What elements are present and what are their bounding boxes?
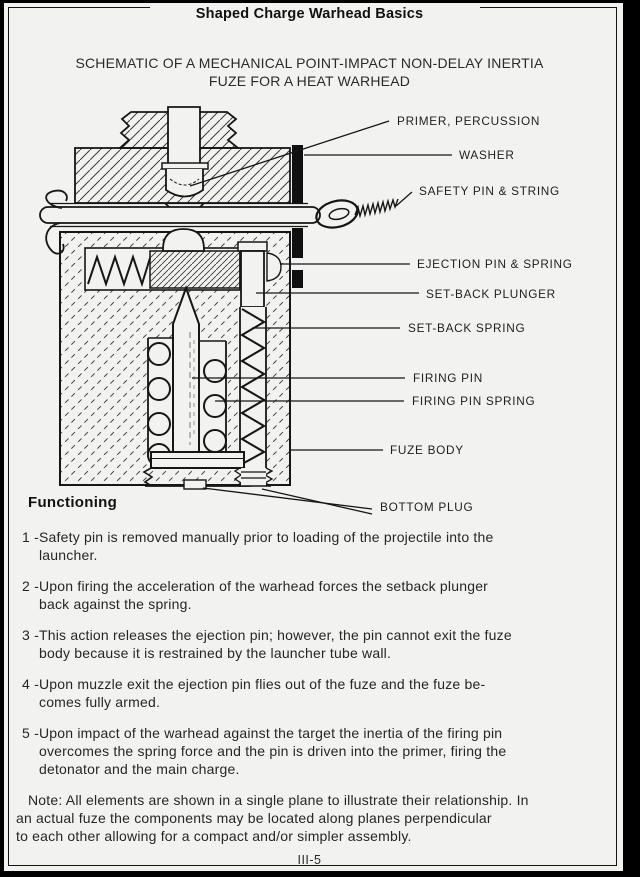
- threaded-stub-left: [117, 111, 173, 149]
- functioning-item-5: 5 - Upon impact of the warhead against t…: [22, 724, 618, 778]
- functioning-item-4: 4 - Upon muzzle exit the ejection pin fl…: [22, 675, 618, 711]
- functioning-item-3: 3 - This action releases the ejection pi…: [22, 626, 618, 662]
- note-line: Note: All elements are shown in a single…: [28, 792, 529, 808]
- scan-edge-right: [623, 0, 640, 877]
- title-band: [150, 0, 480, 26]
- setback-spring: [239, 307, 267, 468]
- item-text-line: Upon impact of the warhead against the t…: [39, 725, 503, 741]
- label-setback-plunger: SET-BACK PLUNGER: [426, 287, 556, 301]
- item-text-line: comes fully armed.: [39, 694, 161, 710]
- note-line: to each other allowing for a compact and…: [16, 828, 412, 844]
- item-text-line: launcher.: [39, 547, 98, 563]
- item-text-line: Safety pin is removed manually prior to …: [39, 529, 494, 545]
- functioning-list: 1 - Safety pin is removed manually prior…: [16, 528, 618, 845]
- scan-edge-bottom: [0, 871, 640, 877]
- leader-lines: [189, 120, 452, 515]
- item-text-line: Upon firing the acceleration of the warh…: [39, 578, 489, 594]
- functioning-item-1: 1 - Safety pin is removed manually prior…: [22, 528, 618, 564]
- item-number: 2 -: [22, 578, 39, 594]
- note-line: an actual fuze the components may be loc…: [16, 810, 492, 826]
- item-text-line: This action releases the ejection pin; h…: [39, 627, 512, 643]
- fuze-drawing: [39, 106, 452, 515]
- safety-pin: [39, 189, 399, 255]
- label-ejection-pin-spring: EJECTION PIN & SPRING: [417, 257, 573, 271]
- item-text-line: body because it is restrained by the lau…: [39, 645, 392, 661]
- item-number: 5 -: [22, 725, 39, 741]
- item-text-line: detonator and the main charge.: [39, 761, 240, 777]
- subtitle-line-1: SCHEMATIC OF A MECHANICAL POINT-IMPACT N…: [75, 55, 544, 71]
- threaded-stub-right: [196, 111, 241, 149]
- scan-edge-left: [0, 0, 4, 877]
- label-firing-pin-spring: FIRING PIN SPRING: [412, 394, 535, 408]
- item-text-line: back against the spring.: [39, 596, 192, 612]
- label-primer-percussion: PRIMER, PERCUSSION: [397, 114, 540, 128]
- label-safety-pin-string: SAFETY PIN & STRING: [419, 184, 560, 198]
- item-number: 4 -: [22, 676, 39, 692]
- subtitle-line-2: FUZE FOR A HEAT WARHEAD: [208, 73, 411, 89]
- item-text-line: Upon muzzle exit the ejection pin flies …: [39, 676, 486, 692]
- label-fuze-body: FUZE BODY: [390, 443, 464, 457]
- page-title: Shaped Charge Warhead Basics: [195, 6, 424, 22]
- diagram-labels: PRIMER, PERCUSSION WASHER SAFETY PIN & S…: [380, 114, 573, 514]
- primer-channel: [167, 106, 201, 167]
- label-bottom-plug: BOTTOM PLUG: [380, 500, 473, 514]
- safety-pin-upper-hook: [45, 189, 68, 209]
- ejection-spring: [87, 253, 151, 288]
- item-number: 1 -: [22, 529, 39, 545]
- functioning-heading: Functioning: [28, 494, 118, 511]
- firing-pin-head-dome: [162, 228, 205, 252]
- functioning-item-2: 2 - Upon firing the acceleration of the …: [22, 577, 618, 613]
- safety-string: [354, 197, 399, 219]
- item-number: 3 -: [22, 627, 39, 643]
- label-washer: WASHER: [459, 148, 515, 162]
- ejection-spring-channel: [84, 247, 241, 291]
- scan-edge-top: [0, 0, 640, 3]
- page-number: III-5: [297, 853, 322, 867]
- setback-plunger: [149, 250, 241, 289]
- firing-pin: [172, 285, 200, 454]
- note-paragraph: Note: All elements are shown in a single…: [16, 791, 618, 845]
- bottom-plug: [142, 451, 274, 490]
- label-setback-spring: SET-BACK SPRING: [408, 321, 525, 335]
- label-firing-pin: FIRING PIN: [413, 371, 483, 385]
- washer: [292, 145, 303, 288]
- item-text-line: overcomes the spring force and the pin i…: [39, 743, 507, 759]
